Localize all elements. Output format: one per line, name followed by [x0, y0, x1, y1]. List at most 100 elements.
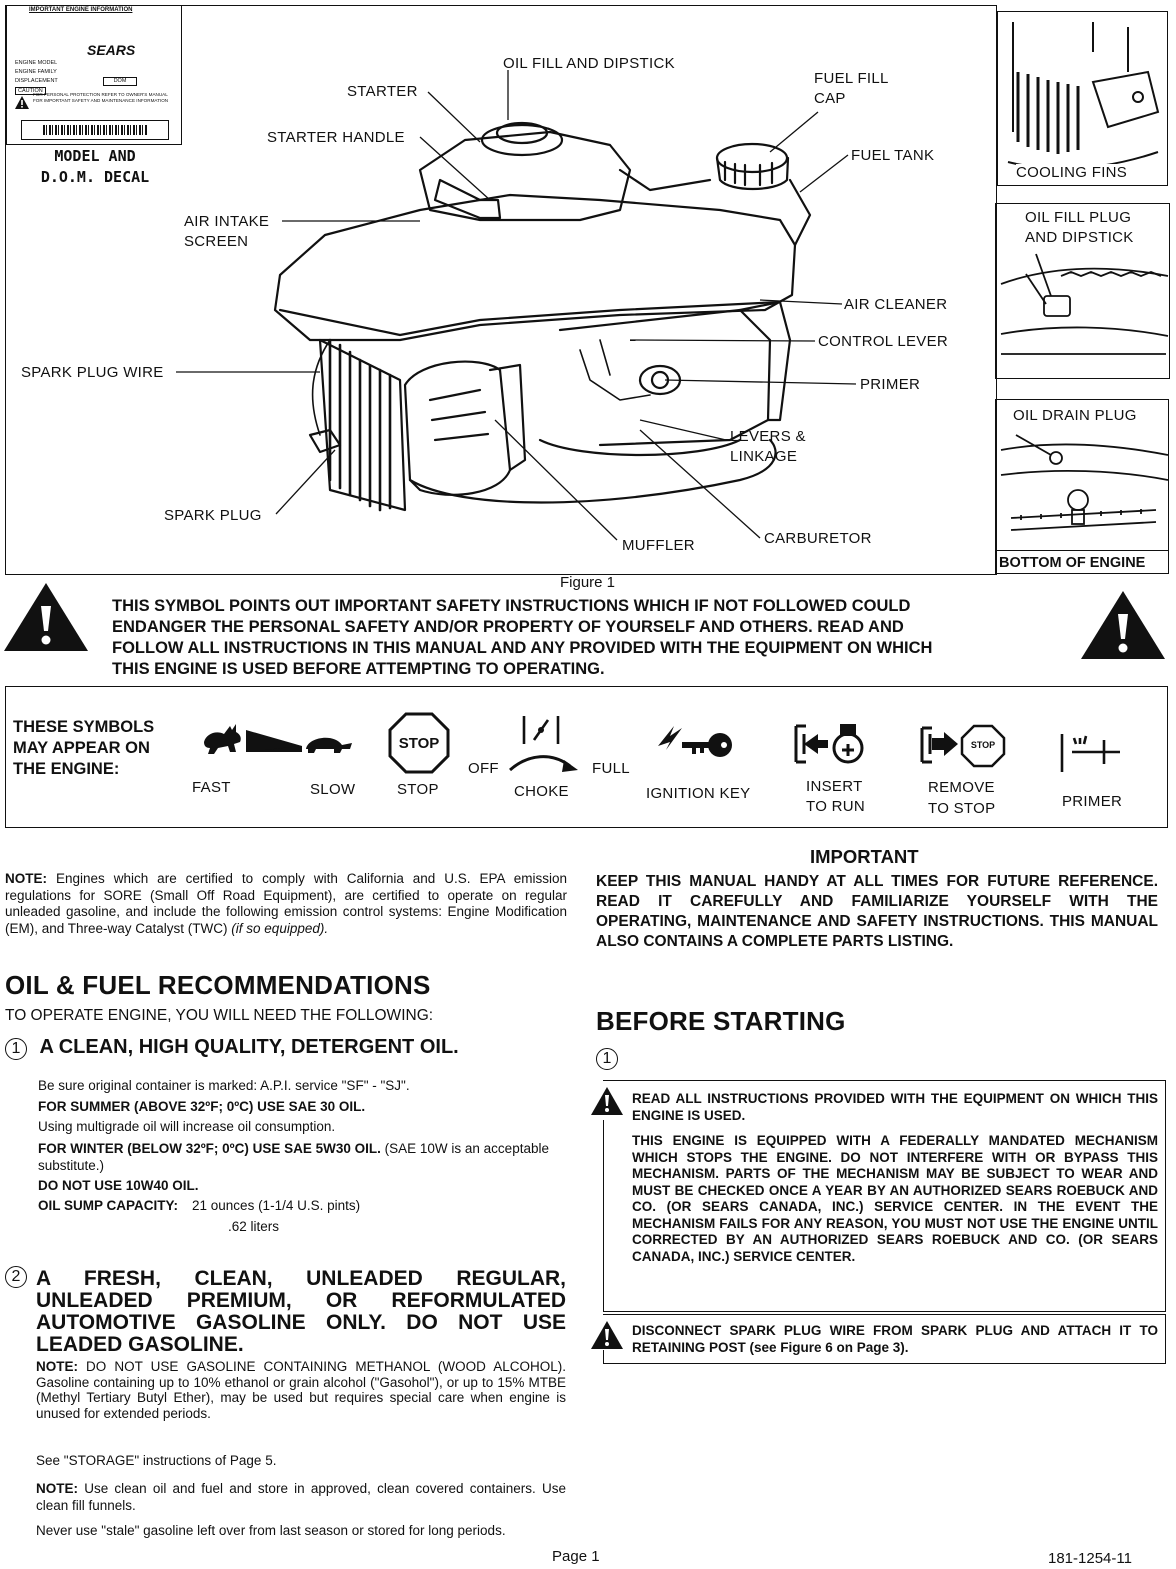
inset-oil-fill-plug: OIL FILL PLUG AND DIPSTICK: [995, 203, 1170, 379]
oil-line: Using multigrade oil will increase oil c…: [38, 1119, 336, 1134]
before-starting-heading: BEFORE STARTING: [596, 1006, 846, 1036]
item-2-title: A FRESH, CLEAN, UNLEADED REGULAR, UNLEAD…: [36, 1267, 566, 1356]
oil-drain-plug-drawing: [1000, 434, 1168, 531]
oil-sump-value: 21 ounces (1-1/4 U.S. pints): [192, 1198, 361, 1213]
label-cooling-fins: COOLING FINS: [1016, 164, 1128, 181]
warning-box-2: [603, 1314, 1166, 1364]
remove-stop-sign-text: STOP: [970, 740, 996, 750]
label-levers-linkage: LEVERS &: [730, 428, 806, 445]
symbol-primer-label: PRIMER: [1062, 793, 1123, 810]
label-spark-plug: SPARK PLUG: [164, 507, 262, 524]
rabbit-icon: [204, 724, 241, 754]
symbols-intro: THESE SYMBOLS MAY APPEAR ON THE ENGINE:: [13, 717, 154, 780]
note-label: NOTE:: [5, 871, 47, 886]
label-bottom-of-engine: BOTTOM OF ENGINE: [996, 550, 1168, 571]
item-2-badge-wrap: 2: [5, 1266, 27, 1288]
label-air-cleaner: AIR CLEANER: [844, 296, 948, 313]
warning-1-text-a: READ ALL INSTRUCTIONS PROVIDED WITH THE …: [632, 1091, 1158, 1123]
decal-dom-box: DOM: [103, 77, 137, 86]
symbol-remove-to-stop-label: REMOVE: [928, 779, 995, 796]
oil-line: DO NOT USE 10W40 OIL.: [38, 1177, 199, 1193]
warning-1-text-b: THIS ENGINE IS EQUIPPED WITH A FEDERALLY…: [632, 1133, 1158, 1264]
label-starter: STARTER: [347, 83, 418, 100]
figure-frame: [5, 5, 997, 575]
label-oil-drain-plug: OIL DRAIN PLUG: [1013, 407, 1137, 424]
important-title: IMPORTANT: [810, 846, 919, 867]
safety-warning-line: ENDANGER THE PERSONAL SAFETY AND/OR PROP…: [112, 618, 904, 636]
label-oil-fill-plug: OIL FILL PLUG: [1025, 209, 1132, 226]
note-italic: (if so equipped).: [231, 920, 329, 936]
label-starter-handle: STARTER HANDLE: [267, 129, 405, 146]
symbol-off-label: OFF: [468, 760, 499, 777]
warning-triangle-icon: [15, 96, 29, 109]
item-number-badge: 2: [5, 1266, 27, 1288]
model-decal: IMPORTANT ENGINE INFORMATION SEARS ENGIN…: [6, 5, 182, 145]
symbol-slow-label: SLOW: [310, 781, 356, 798]
item-number-badge: 1: [5, 1038, 27, 1060]
symbols-intro-line: THE ENGINE:: [13, 760, 120, 778]
ignition-key-icon: [658, 726, 732, 757]
oil-fuel-subtitle: TO OPERATE ENGINE, YOU WILL NEED THE FOL…: [5, 1007, 434, 1024]
oil-winter-rest: (SAE 10W is an acceptable substitute.): [38, 1140, 549, 1173]
decal-fine-print: FOR PERSONAL PROTECTION REFER TO OWNER'S…: [33, 92, 169, 103]
clean-note-label: NOTE:: [36, 1481, 78, 1496]
warning-triangle-icon: [1081, 591, 1165, 659]
inset-cooling-fins: COOLING FINS: [997, 11, 1168, 186]
decal-caption: MODEL AND D.O.M. DECAL: [20, 146, 170, 188]
label-oil-fill-plug: AND DIPSTICK: [1025, 229, 1134, 246]
decal-dom: DOM: [113, 78, 127, 84]
label-spark-plug-wire: SPARK PLUG WIRE: [21, 364, 164, 381]
gas-note-text: DO NOT USE GASOLINE CONTAINING METHANOL …: [36, 1359, 566, 1421]
warning-box-1-rail: [603, 1120, 605, 1312]
oil-winter: FOR WINTER (BELOW 32ºF; 0ºC) USE SAE 5W3…: [38, 1140, 381, 1156]
label-levers-linkage: LINKAGE: [730, 448, 798, 465]
step-number-badge: 1: [596, 1048, 618, 1070]
page-number: Page 1: [552, 1548, 600, 1565]
label-primer: PRIMER: [860, 376, 921, 393]
safety-warning-line: THIS ENGINE IS USED BEFORE ATTEMPTING TO…: [112, 660, 605, 678]
oil-fill-plug-drawing: [1000, 253, 1169, 355]
inset-oil-drain-plug: OIL DRAIN PLUG BOTTOM OF ENGINE: [995, 399, 1169, 574]
barcode: [21, 120, 169, 140]
symbol-stop-label: STOP: [397, 781, 439, 798]
label-muffler: MUFFLER: [622, 537, 695, 554]
decal-row: ENGINE MODEL: [15, 60, 58, 66]
stop-sign-icon: [388, 712, 450, 774]
decal-caption-line: D.O.M. DECAL: [40, 168, 150, 186]
warning-triangle-icon: [591, 1321, 623, 1349]
decal-brand: SEARS: [87, 42, 136, 58]
leader-lines: [176, 70, 857, 541]
label-fuel-fill-cap: CAP: [814, 90, 846, 107]
safety-warning-line: THIS SYMBOL POINTS OUT IMPORTANT SAFETY …: [112, 597, 911, 615]
label-fuel-tank: FUEL TANK: [851, 147, 935, 164]
symbol-insert-to-run-label: TO RUN: [806, 798, 866, 815]
oil-line: FOR SUMMER (ABOVE 32ºF; 0ºC) USE SAE 30 …: [38, 1098, 366, 1114]
warning-triangle-icon: [591, 1087, 623, 1115]
oil-line: Be sure original container is marked: A.…: [38, 1078, 410, 1093]
insert-to-run-icon: [794, 724, 864, 764]
important-text: KEEP THIS MANUAL HANDY AT ALL TIMES FOR …: [596, 873, 1158, 950]
warning-triangle-icon: [4, 583, 88, 651]
stale-note: Never use "stale" gasoline left over fro…: [36, 1523, 506, 1538]
speed-wedge-icon: [246, 730, 302, 752]
item-1-title: A CLEAN, HIGH QUALITY, DETERGENT OIL.: [39, 1036, 459, 1058]
oil-sump-liters: .62 liters: [228, 1218, 280, 1234]
symbols-box: [5, 686, 1168, 828]
storage-ref: See "STORAGE" instructions of Page 5.: [36, 1453, 277, 1468]
safety-warning: THIS SYMBOL POINTS OUT IMPORTANT SAFETY …: [112, 596, 1072, 680]
clean-note-text: Use clean oil and fuel and store in appr…: [36, 1481, 566, 1513]
decal-row: ENGINE FAMILY: [15, 69, 57, 75]
symbol-insert-to-run-label: INSERT: [806, 778, 863, 795]
decal-caption-line: MODEL AND: [54, 147, 136, 165]
label-control-lever: CONTROL LEVER: [818, 333, 949, 350]
symbol-choke-label: CHOKE: [514, 783, 569, 800]
safety-warning-line: FOLLOW ALL INSTRUCTIONS IN THIS MANUAL A…: [112, 639, 933, 657]
oil-line: FOR WINTER (BELOW 32ºF; 0ºC) USE SAE 5W3…: [38, 1140, 568, 1174]
turtle-icon: [306, 737, 352, 753]
warning-box-1: [603, 1080, 1166, 1312]
decal-caution: CAUTION: [15, 87, 46, 95]
remove-to-stop-icon: [920, 724, 1006, 768]
item-1-heading: 1 A CLEAN, HIGH QUALITY, DETERGENT OIL.: [5, 1036, 459, 1060]
symbol-remove-to-stop-label: TO STOP: [928, 800, 996, 817]
step-badge-wrap: 1: [596, 1048, 618, 1070]
